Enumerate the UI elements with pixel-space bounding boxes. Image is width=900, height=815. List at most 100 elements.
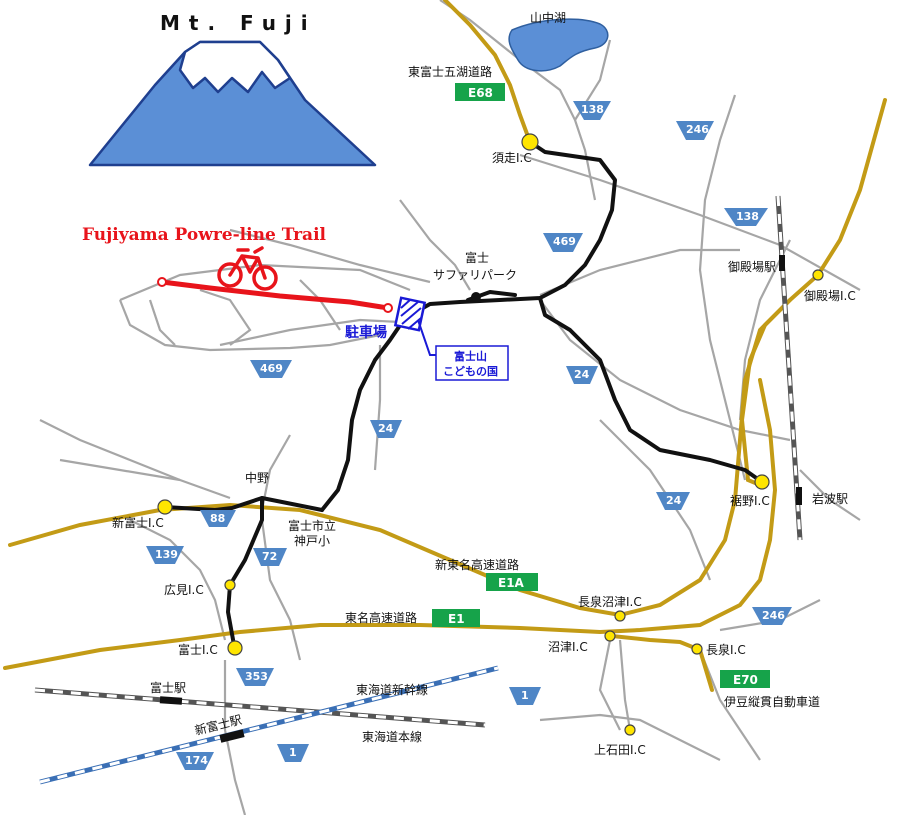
ic-shin-fuji-marker [157, 499, 173, 515]
fuji-station-marker [159, 696, 183, 705]
kids-land-box [435, 345, 509, 381]
shin-fuji-station-marker [219, 729, 245, 743]
parking-hatch [400, 299, 422, 330]
trail-title: Fujiyama Powre-line Trail [82, 225, 327, 245]
expressway-e1a-name: 新東名高速道路 [435, 557, 519, 572]
ic-susono-label: 裾野I.C [730, 493, 770, 508]
svg-text:138: 138 [581, 103, 604, 116]
expressway-e1-name: 東名高速道路 [345, 610, 417, 625]
svg-text:E68: E68 [468, 86, 493, 100]
svg-text:469: 469 [260, 362, 283, 375]
ic-gotemba-label: 御殿場I.C [804, 288, 856, 303]
jr-gotemba-line [775, 195, 803, 541]
ic-nagaizumi-marker [691, 643, 703, 655]
trail-start-marker [157, 277, 167, 287]
ic-kamitogari-label: 上石田I.C [594, 743, 646, 757]
ic-numazu-marker [604, 630, 616, 642]
ic-hiromi-marker [224, 579, 236, 591]
safari-park-label-1: 富士 [465, 250, 489, 265]
gotemba-station-label: 御殿場駅 [728, 259, 776, 274]
svg-text:88: 88 [210, 512, 225, 525]
expressway-e70 [610, 634, 714, 692]
ic-nagaizumi-numazu-label: 長泉沼津I.C [578, 595, 642, 609]
iwanami-station-label: 岩波駅 [812, 491, 848, 506]
kids-land-leader-line [417, 319, 436, 356]
tokaido-shinkansen [39, 665, 499, 785]
route-badge-24b: 24 [370, 420, 402, 438]
svg-text:469: 469 [553, 235, 576, 248]
ic-gotemba-marker [812, 269, 824, 281]
ic-fuji-marker [227, 640, 243, 656]
expressway-e1a [8, 298, 792, 618]
route-badge-1a: 1 [509, 687, 541, 705]
svg-text:24: 24 [378, 422, 394, 435]
route-badge-24c: 24 [656, 492, 690, 510]
route-badge-138b: 138 [724, 208, 768, 226]
svg-text:139: 139 [155, 548, 178, 561]
shinkansen-label: 東海道新幹線 [356, 682, 428, 697]
ic-nagaizumi-numazu-marker [614, 610, 626, 622]
school-label-1: 富士市立 [288, 518, 336, 533]
svg-text:24: 24 [574, 368, 590, 381]
route-badge-246a: 246 [676, 121, 714, 140]
expressway-e70-name: 伊豆縦貫自動車道 [724, 695, 820, 709]
svg-text:E1A: E1A [498, 576, 525, 590]
gotemba-station-marker [779, 255, 785, 271]
kids-land-label-1: 富士山 [454, 349, 487, 363]
lake-label: 山中湖 [530, 10, 566, 25]
lake-yamanaka [508, 18, 609, 72]
ic-subashiri-label: 須走I.C [492, 151, 532, 165]
svg-text:174: 174 [185, 754, 208, 767]
route-badge-469a: 469 [543, 233, 583, 252]
nakano-label: 中野 [245, 470, 269, 485]
route-badge-24a: 24 [566, 366, 598, 384]
bicycle-icon [217, 246, 278, 291]
main-roads [163, 140, 764, 647]
trail-line [159, 279, 391, 311]
safari-park-marker [471, 292, 481, 302]
fuji-station-label: 富士駅 [150, 680, 186, 695]
ic-nagaizumi-label: 長泉I.C [706, 643, 746, 657]
ic-susono-marker [754, 474, 770, 490]
expressways [3, 0, 887, 692]
svg-text:E70: E70 [733, 673, 758, 687]
svg-text:E1: E1 [448, 612, 465, 626]
kids-land-label-2: こどもの国 [443, 365, 498, 378]
expressway-badge-e68: E68 [455, 83, 505, 101]
ic-numazu-label: 沼津I.C [548, 640, 588, 654]
route-badge-174: 174 [176, 752, 214, 770]
route-badge-72: 72 [253, 548, 287, 566]
route-badge-88: 88 [200, 510, 236, 527]
route-badge-138a: 138 [573, 101, 611, 120]
route-badges: 138 246 138 469 469 24 24 24 88 139 72 3… [146, 101, 792, 770]
svg-text:24: 24 [666, 494, 682, 507]
svg-text:72: 72 [262, 550, 277, 563]
ic-kamitogari-marker [624, 724, 636, 736]
tokaido-main-line [34, 687, 486, 728]
svg-text:246: 246 [762, 609, 785, 622]
trail-end-marker [383, 303, 393, 313]
svg-text:1: 1 [521, 689, 529, 702]
iwanami-station-marker [796, 487, 802, 505]
route-badge-353: 353 [236, 668, 274, 686]
main-line-label: 東海道本線 [362, 729, 422, 744]
map-title: Mt. Fuji [160, 11, 317, 35]
parking-label: 駐車場 [345, 324, 387, 341]
expressway-e68 [443, 0, 532, 144]
expressway-badge-e1: E1 [432, 609, 480, 627]
expressway-e1 [3, 378, 778, 670]
school-label-2: 神戸小 [294, 534, 330, 548]
route-badge-139: 139 [146, 546, 184, 564]
expressway-badge-e70: E70 [720, 670, 770, 688]
ic-hiromi-label: 広見I.C [164, 583, 204, 597]
expressway-e68-name: 東富士五湖道路 [408, 64, 492, 79]
ic-subashiri-marker [521, 133, 539, 151]
expressway-badge-e1a: E1A [486, 573, 538, 591]
route-badge-1b: 1 [277, 744, 309, 762]
svg-text:246: 246 [686, 123, 709, 136]
route-badge-469b: 469 [250, 360, 292, 378]
route-badge-246b: 246 [752, 607, 792, 625]
ic-fuji-label: 富士I.C [178, 642, 218, 657]
safari-park-label-2: サファリパーク [433, 268, 517, 282]
